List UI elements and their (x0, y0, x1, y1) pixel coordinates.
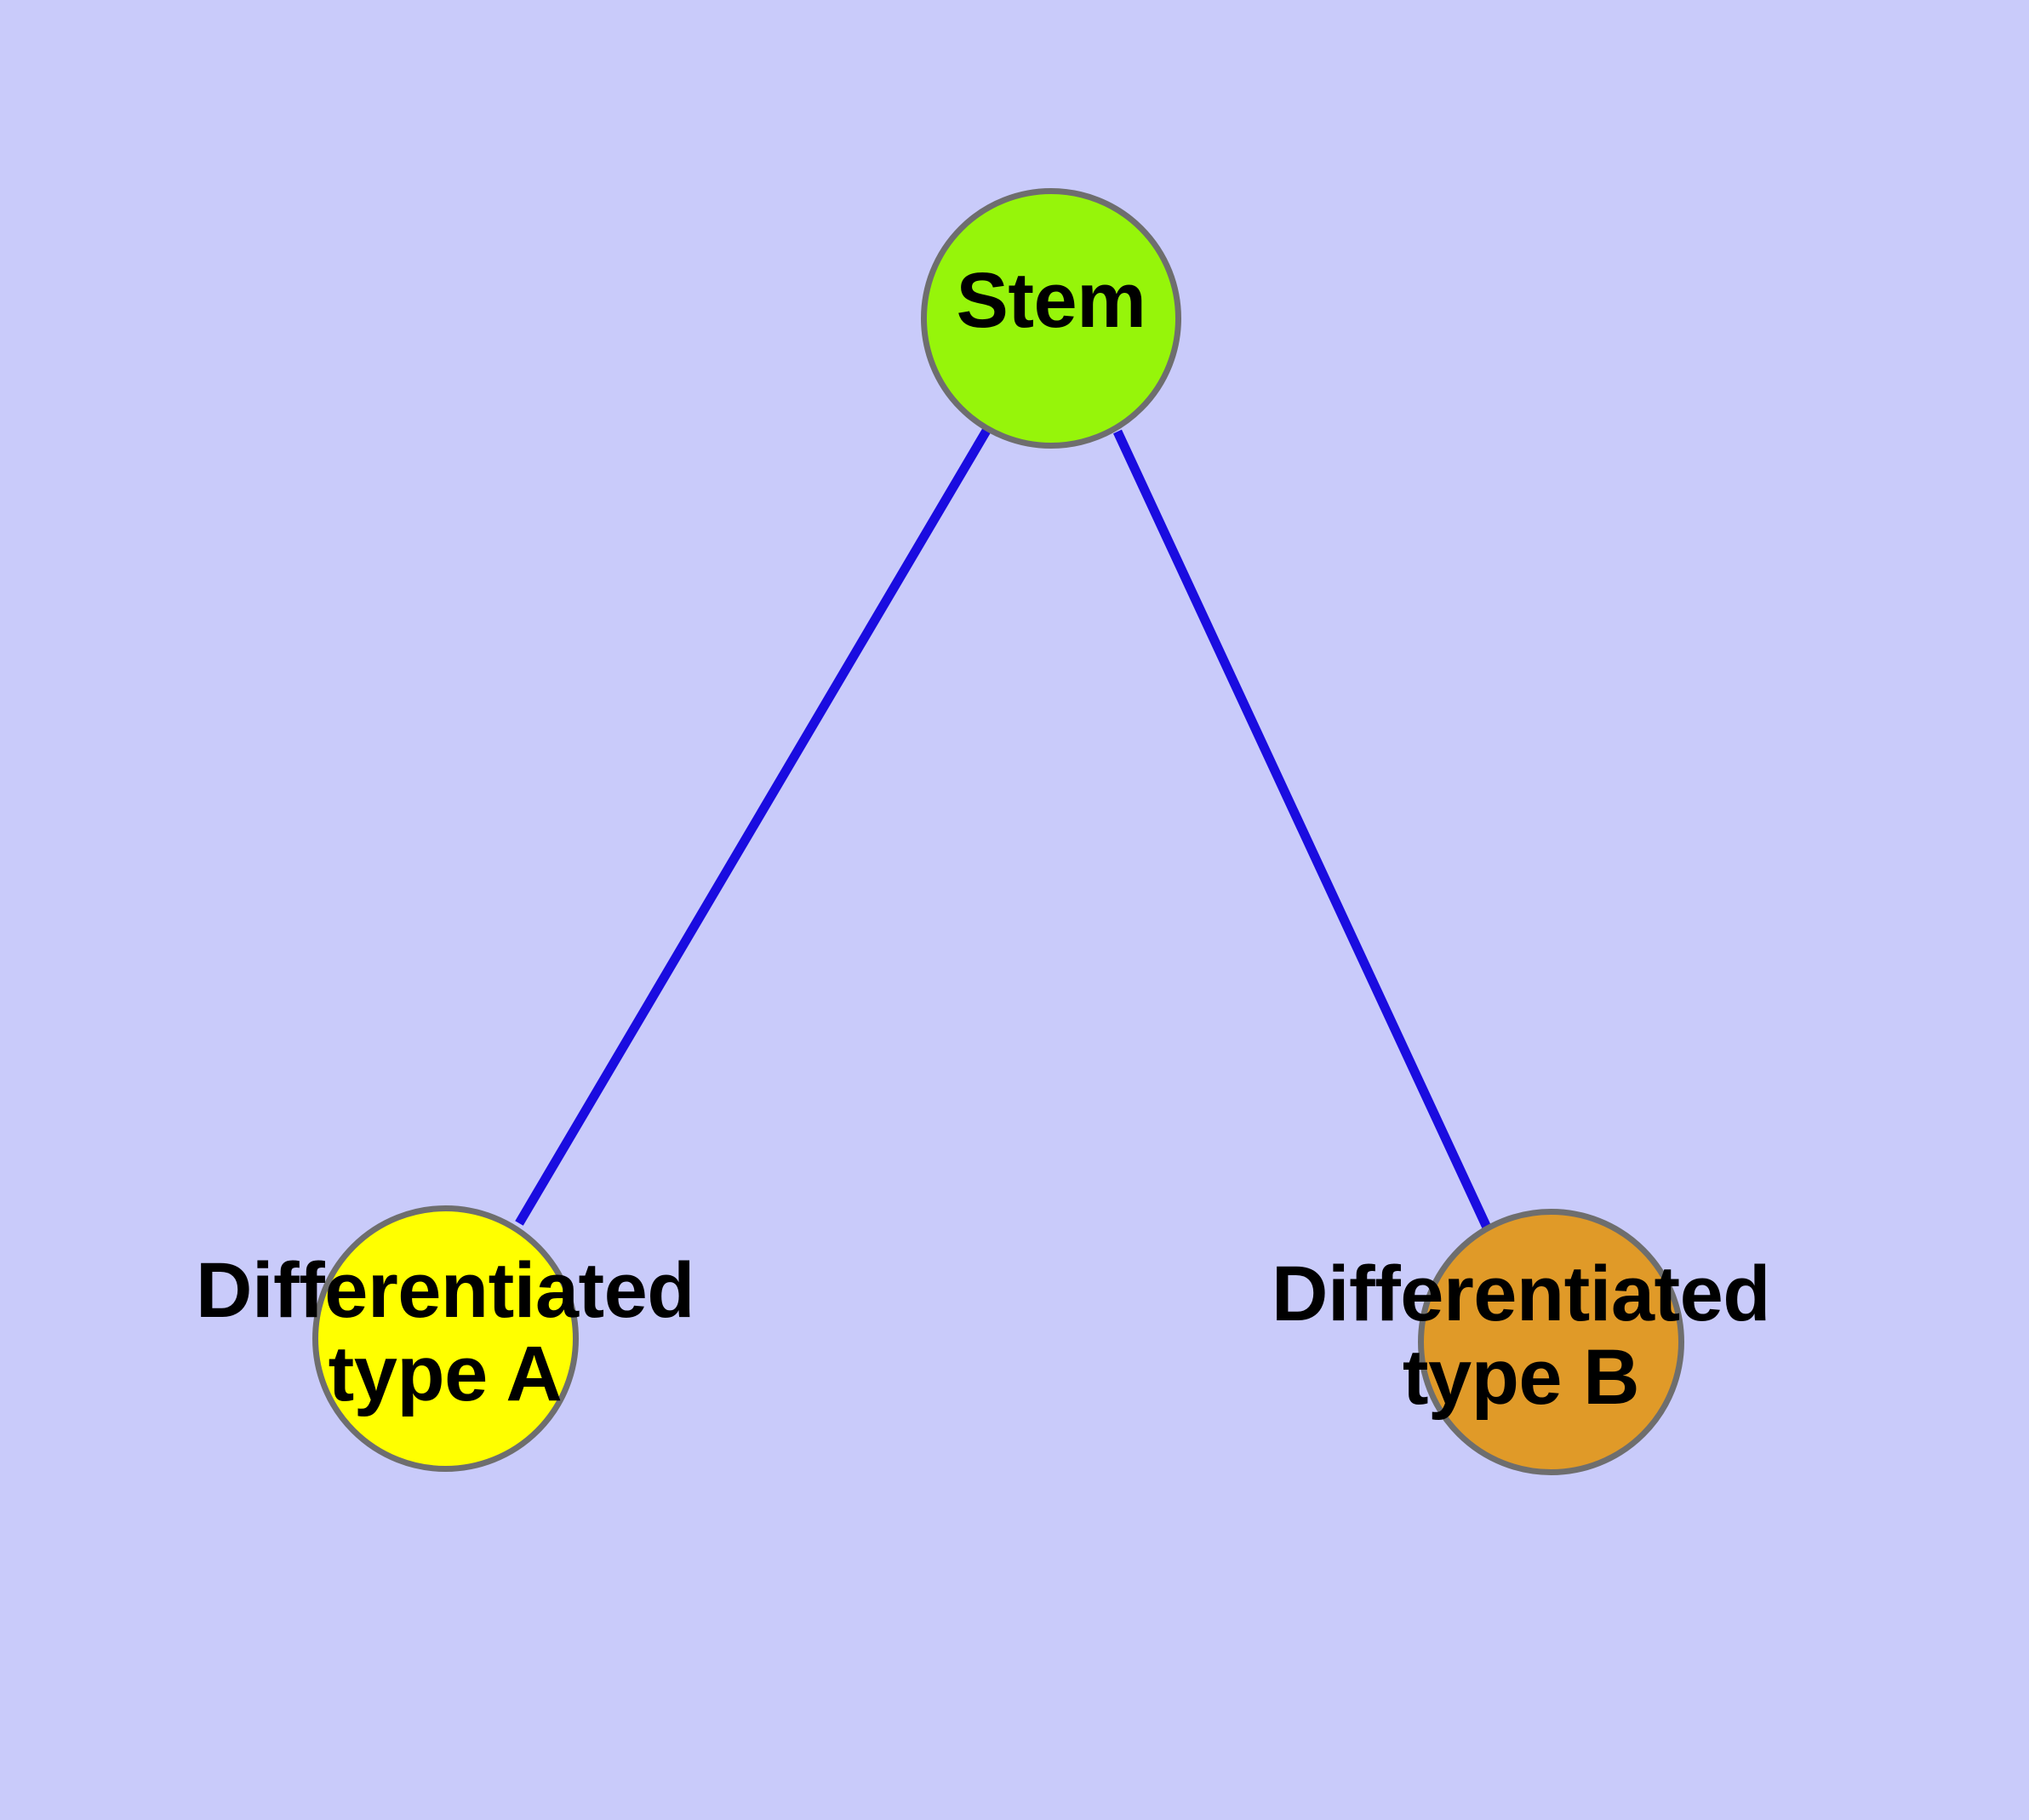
edge-stem-to-type-b (1113, 429, 1492, 1232)
node-differentiated-type-a[interactable] (312, 1205, 579, 1472)
node-stem[interactable] (921, 188, 1181, 449)
node-differentiated-type-b[interactable] (1418, 1209, 1684, 1475)
edge-stem-to-type-a (515, 428, 991, 1226)
